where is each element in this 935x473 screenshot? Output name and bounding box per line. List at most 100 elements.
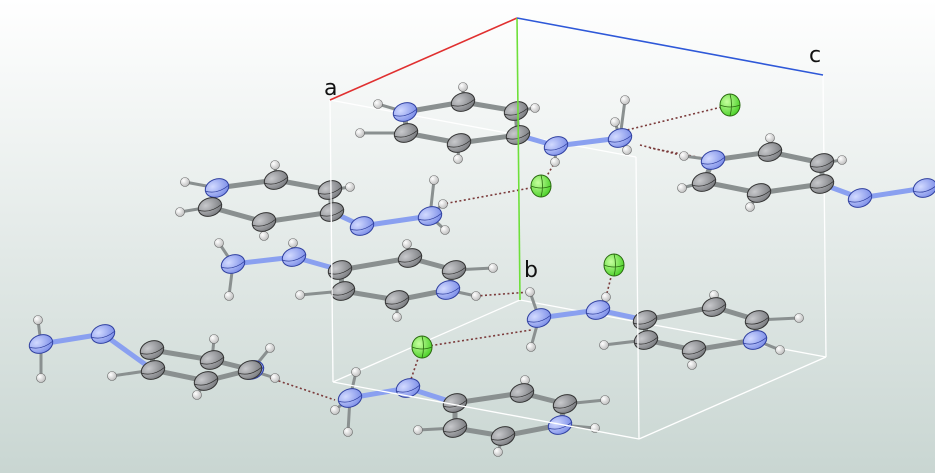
atom-nitrogen bbox=[742, 330, 768, 350]
atom-nitrogen-principal-axes bbox=[607, 134, 633, 143]
atom-carbon-principal-axes bbox=[744, 316, 770, 325]
atom-carbon-ellipsoid bbox=[442, 418, 468, 438]
cell-edge bbox=[329, 99, 637, 158]
atom-carbon-ellipsoid bbox=[251, 212, 277, 232]
atom-hydrogen bbox=[295, 290, 305, 300]
atom-carbon bbox=[441, 260, 467, 280]
atom-hydrogen bbox=[438, 199, 448, 209]
atom-carbon bbox=[503, 101, 529, 121]
atom-carbon-ellipsoid bbox=[691, 172, 717, 192]
cell-edge bbox=[635, 156, 640, 440]
atom-carbon-ellipsoid bbox=[319, 202, 345, 222]
atom-carbon-principal-axes bbox=[442, 424, 468, 433]
atom-hydrogen bbox=[270, 373, 280, 383]
atom-nitrogen-ellipsoid bbox=[547, 415, 573, 435]
atoms bbox=[28, 82, 935, 457]
cell-edge bbox=[332, 381, 640, 440]
atom-carbon-ellipsoid bbox=[193, 371, 219, 391]
axis-label-a: a bbox=[324, 76, 337, 101]
atom-nitrogen-ellipsoid bbox=[392, 102, 418, 122]
atom-carbon-ellipsoid bbox=[442, 393, 468, 413]
atom-carbon-principal-axes bbox=[509, 389, 535, 398]
atom-carbon bbox=[384, 290, 410, 310]
atom-carbon bbox=[746, 183, 772, 203]
atom-carbon-principal-axes bbox=[633, 336, 659, 345]
c-n-bond bbox=[100, 331, 156, 373]
atom-nitrogen bbox=[700, 150, 726, 170]
atom-hydrogen bbox=[610, 117, 620, 127]
atom-nitrogen bbox=[395, 378, 421, 398]
atom-carbon-principal-axes bbox=[140, 366, 166, 375]
atom-hydrogen bbox=[530, 103, 540, 113]
unit-cell-axes bbox=[329, 17, 824, 301]
atom-carbon bbox=[633, 330, 659, 350]
atom-chlorine-ellipsoid bbox=[719, 93, 741, 117]
atom-hydrogen bbox=[180, 177, 190, 187]
atom-carbon-ellipsoid bbox=[384, 290, 410, 310]
atom-hydrogen bbox=[270, 160, 280, 170]
atom-nitrogen bbox=[543, 136, 569, 156]
atom-nitrogen-ellipsoid bbox=[417, 206, 443, 226]
atom-chlorine-principal-axes bbox=[411, 335, 433, 359]
atom-nitrogen bbox=[585, 300, 611, 320]
atom-carbon bbox=[757, 142, 783, 162]
atom-nitrogen-ellipsoid bbox=[912, 178, 935, 198]
atom-carbon-ellipsoid bbox=[701, 297, 727, 317]
atom-carbon-principal-axes bbox=[809, 180, 835, 189]
atom-hydrogen bbox=[107, 371, 117, 381]
atom-hydrogen bbox=[33, 315, 43, 325]
atom-nitrogen-principal-axes bbox=[220, 260, 246, 269]
atom-carbon-ellipsoid bbox=[744, 310, 770, 330]
atom-carbon-principal-axes bbox=[442, 399, 468, 408]
atom-nitrogen-ellipsoid bbox=[585, 300, 611, 320]
atom-hydrogen bbox=[677, 183, 687, 193]
axis-a-line bbox=[329, 17, 518, 101]
atom-carbon-principal-axes bbox=[701, 303, 727, 312]
atom-carbon bbox=[199, 350, 225, 370]
atom-carbon-ellipsoid bbox=[237, 360, 263, 380]
atom-carbon-principal-axes bbox=[450, 98, 476, 107]
atom-carbon bbox=[140, 360, 166, 380]
atom-nitrogen bbox=[417, 206, 443, 226]
atom-nitrogen bbox=[392, 102, 418, 122]
atom-hydrogen bbox=[402, 239, 412, 249]
atom-carbon bbox=[197, 197, 223, 217]
atom-hydrogen bbox=[687, 360, 697, 370]
axis-c-line bbox=[516, 17, 824, 76]
atom-hydrogen bbox=[775, 345, 785, 355]
atom-carbon-principal-axes bbox=[681, 346, 707, 355]
atom-nitrogen-principal-axes bbox=[585, 306, 611, 315]
atom-hydrogen bbox=[214, 238, 224, 248]
atom-nitrogen-principal-axes bbox=[742, 336, 768, 345]
atom-nitrogen-ellipsoid bbox=[204, 178, 230, 198]
axis-label-c: c bbox=[809, 43, 821, 68]
atom-nitrogen bbox=[847, 188, 873, 208]
atom-carbon bbox=[552, 394, 578, 414]
atom-carbon-principal-axes bbox=[746, 189, 772, 198]
atom-carbon-principal-axes bbox=[393, 129, 419, 138]
atom-carbon-principal-axes bbox=[441, 266, 467, 275]
atom-carbon-principal-axes bbox=[319, 208, 345, 217]
atom-carbon-ellipsoid bbox=[509, 383, 535, 403]
atom-carbon-principal-axes bbox=[263, 176, 289, 185]
atom-nitrogen bbox=[220, 254, 246, 274]
atom-chlorine-principal-axes bbox=[719, 93, 741, 117]
atom-carbon-principal-axes bbox=[809, 159, 835, 168]
atom-carbon bbox=[744, 310, 770, 330]
atom-carbon bbox=[490, 426, 516, 446]
atom-hydrogen bbox=[794, 313, 804, 323]
atom-carbon-ellipsoid bbox=[317, 180, 343, 200]
atom-nitrogen-ellipsoid bbox=[90, 324, 116, 344]
atom-hydrogen bbox=[745, 202, 755, 212]
atom-hydrogen bbox=[679, 151, 689, 161]
atom-nitrogen-principal-axes bbox=[847, 194, 873, 203]
atom-carbon-principal-axes bbox=[757, 148, 783, 157]
atom-carbon-principal-axes bbox=[691, 178, 717, 187]
atom-chlorine-ellipsoid bbox=[530, 174, 552, 198]
atom-carbon-principal-axes bbox=[397, 254, 423, 263]
atom-nitrogen-ellipsoid bbox=[349, 216, 375, 236]
atom-carbon-principal-axes bbox=[197, 203, 223, 212]
atom-carbon bbox=[139, 340, 165, 360]
atom-hydrogen bbox=[622, 145, 632, 155]
